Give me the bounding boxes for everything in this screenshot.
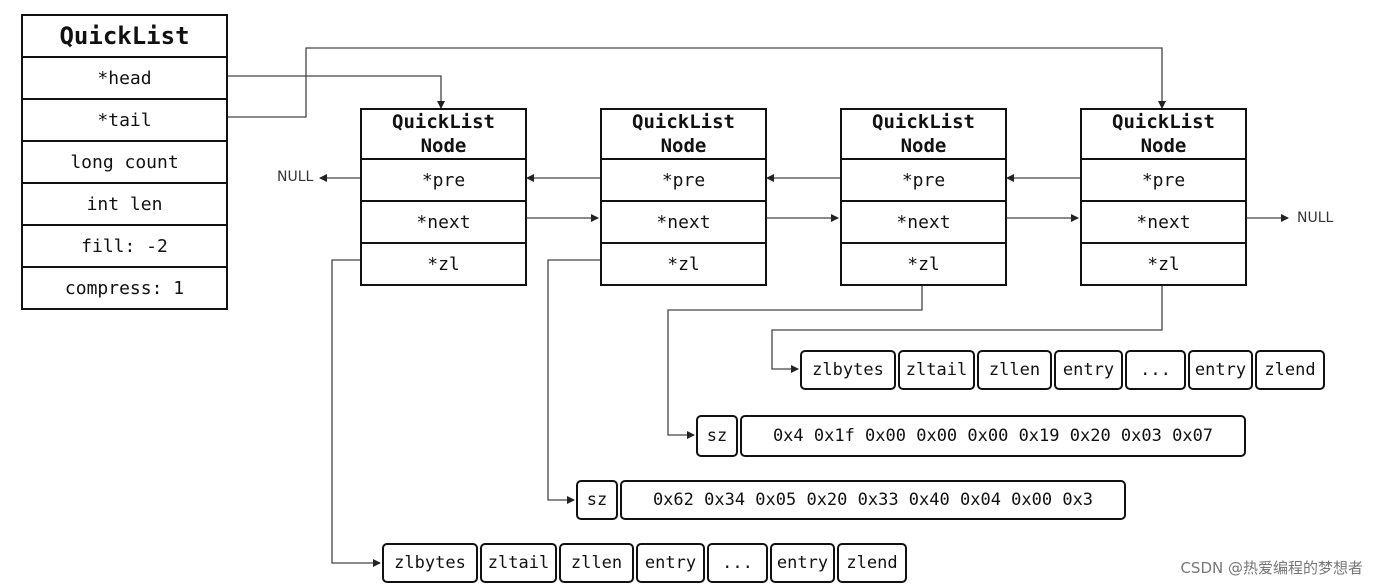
null-label-right: NULL bbox=[1297, 210, 1334, 226]
compressed-bytes-cell: 0x4 0x1f 0x00 0x00 0x00 0x19 0x20 0x03 0… bbox=[740, 415, 1246, 457]
node-pre-field: *pre bbox=[842, 160, 1005, 202]
node-next-field: *next bbox=[842, 202, 1005, 244]
node-title: QuickList Node bbox=[1082, 110, 1245, 160]
node-title: QuickList Node bbox=[362, 110, 525, 160]
node-next-field: *next bbox=[602, 202, 765, 244]
node-title: QuickList Node bbox=[602, 110, 765, 160]
zlend-cell: zlend bbox=[1255, 350, 1325, 390]
zltail-cell: zltail bbox=[480, 543, 557, 583]
zl-arrow-2 bbox=[547, 259, 600, 504]
quicklist-count-field: long count bbox=[23, 142, 226, 184]
zllen-cell: zllen bbox=[977, 350, 1052, 390]
zl-arrow-3 bbox=[667, 282, 923, 439]
quicklist-node-1: QuickList Node *pre *next *zl bbox=[360, 108, 527, 286]
quicklist-node-4: QuickList Node *pre *next *zl bbox=[1080, 108, 1247, 286]
quicklist-len-field: int len bbox=[23, 184, 226, 226]
watermark: CSDN @热爱编程的梦想者 bbox=[1180, 559, 1363, 577]
compressed-node3: sz 0x4 0x1f 0x00 0x00 0x00 0x19 0x20 0x0… bbox=[696, 415, 1248, 457]
node-pre-field: *pre bbox=[602, 160, 765, 202]
entry-cell: entry bbox=[636, 543, 705, 583]
node-zl-field: *zl bbox=[427, 253, 460, 275]
node-zl-field: *zl bbox=[907, 253, 940, 275]
entry-cell: entry bbox=[770, 543, 835, 583]
quicklist-fill-field: fill: -2 bbox=[23, 226, 226, 268]
quicklist-compress-field: compress: 1 bbox=[64, 277, 185, 299]
quicklist-tail-field: *tail bbox=[23, 100, 226, 142]
zlend-cell: zlend bbox=[837, 543, 907, 583]
entry-cell: entry bbox=[1188, 350, 1253, 390]
node-next-field: *next bbox=[362, 202, 525, 244]
quicklist-head-field: *head bbox=[23, 58, 226, 100]
node-next-field: *next bbox=[1082, 202, 1245, 244]
quicklist-struct: QuickList *head *tail long count int len… bbox=[21, 14, 228, 310]
node-zl-field: *zl bbox=[667, 253, 700, 275]
tail-arrow bbox=[226, 47, 1166, 118]
ziplist-node1: zlbytes zltail zllen entry ... entry zle… bbox=[382, 543, 909, 583]
compressed-node2: sz 0x62 0x34 0x05 0x20 0x33 0x40 0x04 0x… bbox=[576, 480, 1128, 520]
head-arrow bbox=[226, 75, 445, 109]
zlbytes-cell: zlbytes bbox=[382, 543, 478, 583]
quicklist-node-2: QuickList Node *pre *next *zl bbox=[600, 108, 767, 286]
ziplist-node4: zlbytes zltail zllen entry ... entry zle… bbox=[800, 350, 1327, 390]
entry-cell: entry bbox=[1054, 350, 1123, 390]
ellipsis-cell: ... bbox=[1125, 350, 1186, 390]
zltail-cell: zltail bbox=[898, 350, 975, 390]
zl-arrow-1 bbox=[331, 259, 381, 567]
quicklist-node-3: QuickList Node *pre *next *zl bbox=[840, 108, 1007, 286]
sz-cell: sz bbox=[696, 415, 738, 457]
node-pre-field: *pre bbox=[1082, 160, 1245, 202]
ellipsis-cell: ... bbox=[707, 543, 768, 583]
node-title: QuickList Node bbox=[842, 110, 1005, 160]
node-zl-field: *zl bbox=[1147, 253, 1180, 275]
node-pre-field: *pre bbox=[362, 160, 525, 202]
zlbytes-cell: zlbytes bbox=[800, 350, 896, 390]
zl-arrow-4 bbox=[771, 282, 1163, 373]
zllen-cell: zllen bbox=[559, 543, 634, 583]
null-label-left: NULL bbox=[277, 169, 314, 185]
sz-cell: sz bbox=[576, 480, 618, 520]
quicklist-title: QuickList bbox=[23, 16, 226, 58]
compressed-bytes-cell: 0x62 0x34 0x05 0x20 0x33 0x40 0x04 0x00 … bbox=[620, 480, 1126, 520]
